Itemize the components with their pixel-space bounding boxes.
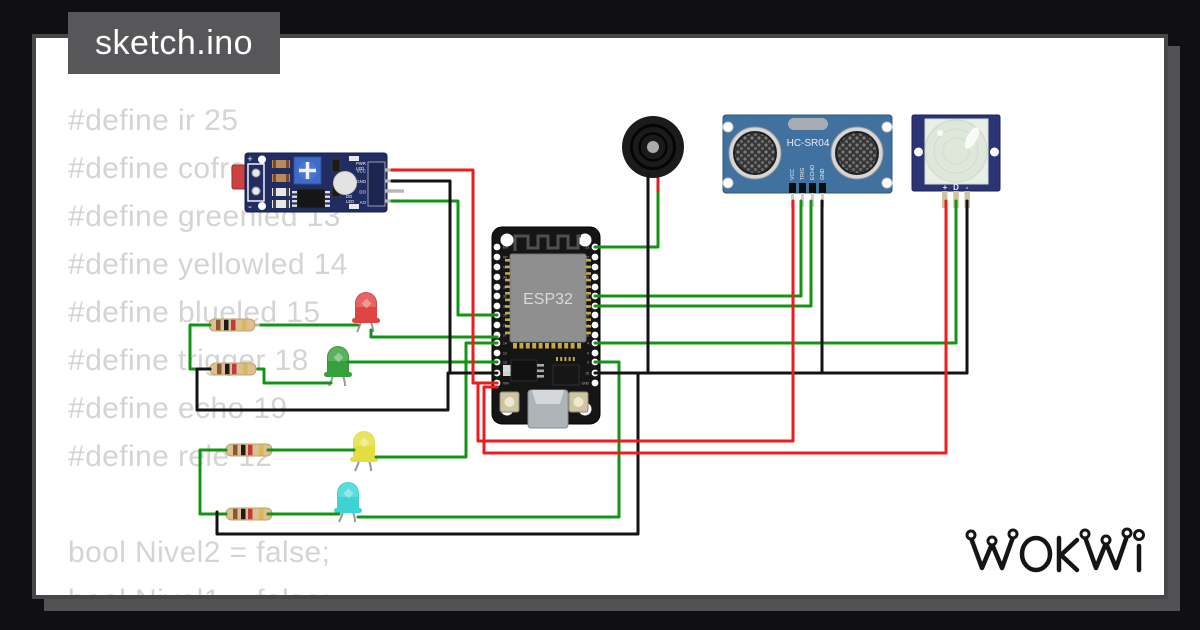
ir-pin-vcc: VCC [357, 169, 366, 174]
svg-text:VP: VP [503, 255, 508, 259]
ultrasonic-pin-trig: TRIG [800, 168, 806, 180]
wire-trig[interactable] [593, 199, 803, 298]
svg-text:17: 17 [585, 323, 589, 327]
wire-yellow-led-anode[interactable] [374, 341, 499, 459]
svg-text:VIN: VIN [503, 381, 509, 385]
code-line: #define ir 25 [68, 104, 239, 137]
svg-text:34: 34 [503, 275, 507, 279]
esp32-usb-ic [552, 364, 580, 386]
ir-pin-stubs [385, 168, 404, 203]
ir-pin-ao: AO [360, 200, 367, 205]
svg-text:18: 18 [585, 304, 589, 308]
svg-text:13: 13 [503, 360, 507, 364]
svg-text:22: 22 [585, 255, 589, 259]
pir-pin-plus: + [943, 183, 948, 192]
svg-text:LED: LED [346, 199, 354, 204]
svg-text:16: 16 [585, 333, 589, 337]
esp32-usb-connector [527, 389, 569, 429]
esp32-label: ESP32 [523, 291, 573, 308]
ultrasonic-pin-gnd: GND [820, 168, 826, 180]
svg-text:4: 4 [587, 341, 589, 345]
ultrasonic-pin-vcc: VCC [790, 169, 796, 180]
wire-echo[interactable] [593, 199, 813, 308]
svg-text:14: 14 [503, 341, 507, 345]
svg-text:GND: GND [503, 371, 511, 375]
wire-left-gnd-bus[interactable] [195, 367, 493, 412]
ultrasonic-pin-echo: ECHO [810, 165, 816, 180]
wokwi-logo: WOKWI [965, 527, 1145, 573]
ultrasonic-label: HC-SR04 [787, 138, 830, 149]
svg-text:26: 26 [503, 323, 507, 327]
esp32-boot-button[interactable] [499, 391, 520, 413]
svg-text:35: 35 [503, 285, 507, 289]
diagram-canvas[interactable]: #define ir 25#define cofre#define greenl… [32, 34, 1168, 599]
svg-text:RX: RX [584, 275, 589, 279]
ir-sensor-module[interactable]: + - [231, 152, 404, 213]
svg-text:GND: GND [581, 381, 589, 385]
esp32-board[interactable]: ESP32 [491, 226, 601, 429]
wire-row1-row2-link[interactable] [188, 323, 212, 371]
code-line: #define yellowled 14 [68, 248, 348, 281]
esp32-pins: ENVPVN34353233252627141213GNDVIN2322TXRX… [493, 243, 599, 387]
ir-pwr-led-label: PWR [356, 161, 366, 166]
code-line: bool Nivel1 = false; [68, 584, 330, 595]
ultrasonic-sensor-hcsr04[interactable]: HC-SR04 VCC TRIG ECHO GND [722, 114, 893, 207]
circuit-layer: + - [188, 114, 1001, 536]
ir-minus-label: - [248, 201, 252, 213]
svg-text:LED: LED [356, 166, 364, 171]
svg-text:15: 15 [585, 371, 589, 375]
svg-text:VN: VN [503, 265, 508, 269]
svg-text:TX: TX [585, 265, 590, 269]
esp32-module-pins [505, 259, 591, 361]
wire-ir-ao-to-esp32[interactable] [390, 199, 499, 317]
ir-plus-label: + [247, 154, 252, 164]
ir-resistors [272, 160, 290, 208]
svg-text:19: 19 [585, 294, 589, 298]
pir-pin-data: D [953, 183, 959, 192]
wire-ultrasonic-vcc[interactable] [476, 199, 795, 443]
svg-text:5: 5 [587, 313, 589, 317]
svg-text:32: 32 [503, 294, 507, 298]
svg-text:12: 12 [503, 351, 507, 355]
svg-text:23: 23 [585, 245, 589, 249]
code-line: bool Nivel2 = false; [68, 536, 331, 569]
esp32-regulator [503, 359, 544, 382]
esp32-antenna [513, 234, 581, 251]
file-tab-sketch-ino[interactable]: sketch.ino [68, 12, 281, 74]
led-green[interactable] [323, 345, 353, 387]
svg-text:EN: EN [503, 245, 508, 249]
svg-text:0: 0 [587, 351, 589, 355]
ir-pin-gnd: GND [356, 179, 366, 184]
wire-pir-data[interactable] [593, 199, 958, 345]
wire-buzzer-signal[interactable] [593, 191, 660, 249]
esp32-en-button[interactable] [568, 391, 589, 413]
ir-potentiometer[interactable] [293, 156, 322, 185]
svg-text:25: 25 [503, 313, 507, 317]
wire-row3-row4-link[interactable] [198, 448, 228, 516]
ir-do-led-label: DO [346, 194, 353, 199]
svg-text:21: 21 [585, 285, 589, 289]
wire-pir-vcc[interactable] [482, 199, 948, 455]
file-tab-label: sketch.ino [95, 24, 254, 62]
wires [188, 168, 969, 536]
svg-text:2: 2 [587, 360, 589, 364]
pir-pin-minus: - [966, 183, 969, 192]
svg-text:33: 33 [503, 304, 507, 308]
wire-resistor2-green-led[interactable] [256, 367, 333, 385]
wire-red-led-anode[interactable] [369, 328, 499, 339]
ir-led-indicator [333, 171, 357, 195]
svg-text:27: 27 [503, 333, 507, 337]
ir-comparator-ic [292, 188, 330, 209]
pir-motion-sensor[interactable]: + D - [911, 114, 1001, 208]
ir-pin-do: DO [359, 190, 366, 195]
piezo-buzzer[interactable] [622, 116, 684, 195]
